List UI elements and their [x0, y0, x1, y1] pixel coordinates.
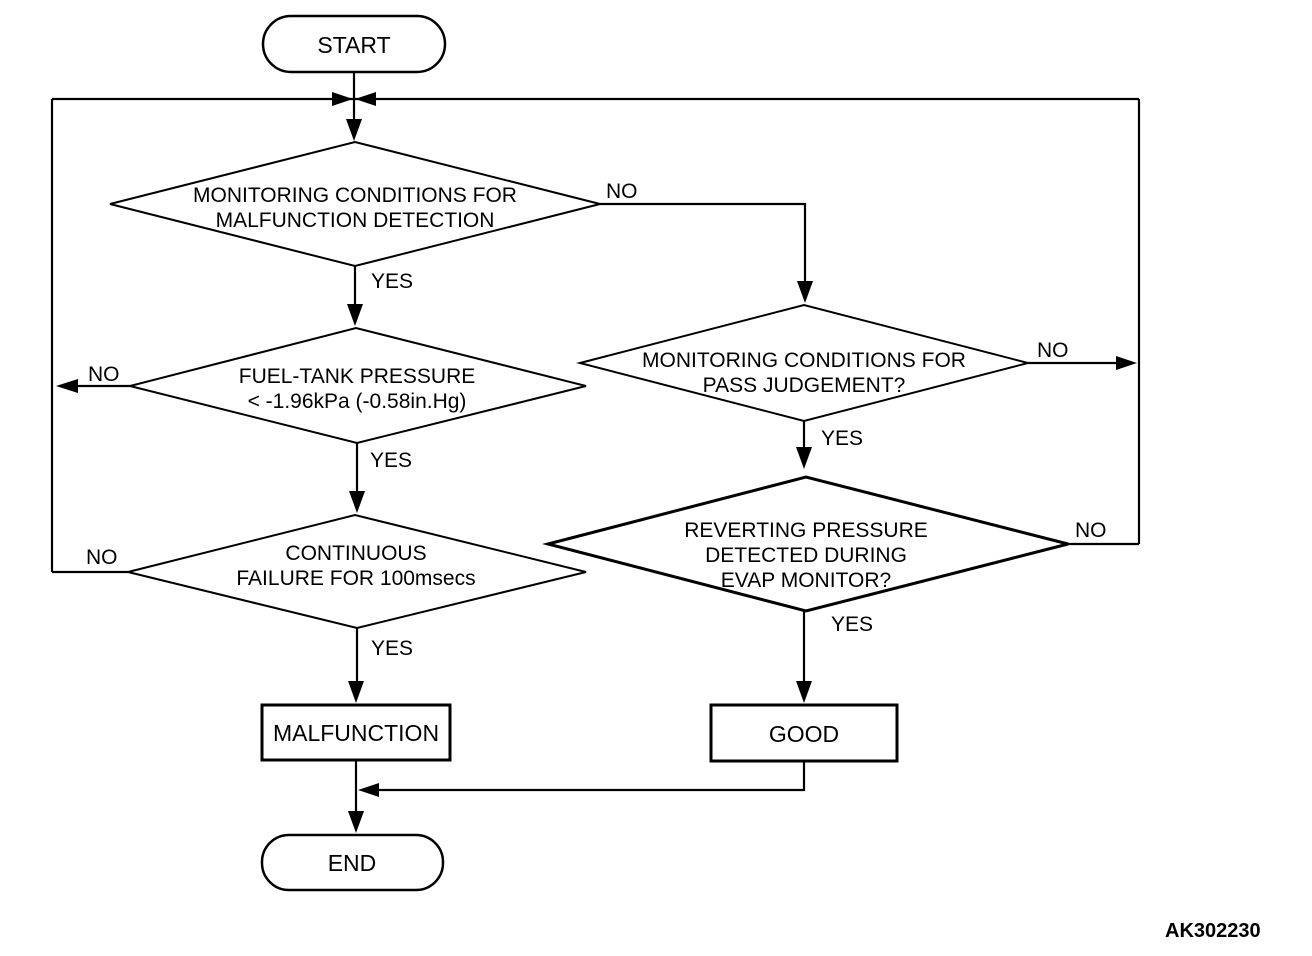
cond-reverting-pressure-yes-label: YES: [831, 613, 873, 636]
cond-reverting-pressure-no-label: NO: [1075, 519, 1107, 542]
cond-reverting-pressure-line3: EVAP MONITOR?: [721, 569, 891, 592]
cond-fuel-tank-pressure-line1: FUEL-TANK PRESSURE: [239, 365, 476, 388]
node-start: START: [261, 14, 447, 74]
node-cond-fuel-tank-pressure: FUEL-TANK PRESSURE < -1.96kPa (-0.58in.H…: [129, 326, 587, 445]
cond-pass-monitoring-yes-label: YES: [821, 427, 863, 450]
good-process-shape: [709, 703, 899, 763]
node-malfunction: MALFUNCTION: [260, 703, 452, 762]
arrowhead-into-cond2: [347, 304, 363, 326]
end-label: END: [328, 850, 377, 876]
arrowhead-into-good: [796, 681, 812, 703]
arrowhead-pass-no-into-right-line: [1116, 356, 1137, 370]
node-cond-pass-monitoring: MONITORING CONDITIONS FOR PASS JUDGEMENT…: [576, 303, 1032, 423]
cond-pass-monitoring-diamond: [576, 303, 1032, 423]
cond-pass-monitoring-line2: PASS JUDGEMENT?: [703, 374, 906, 397]
cond-pass-monitoring-line1: MONITORING CONDITIONS FOR: [642, 349, 966, 372]
cond-malfunction-monitoring-yes-label: YES: [371, 270, 413, 293]
cond-reverting-pressure-line1: REVERTING PRESSURE: [684, 519, 928, 542]
cond-reverting-pressure-diamond: [542, 475, 1069, 613]
node-cond-reverting-pressure: REVERTING PRESSURE DETECTED DURING EVAP …: [542, 475, 1069, 613]
arrowhead-into-reverting-cond: [796, 447, 812, 469]
cond-pass-monitoring-no-label: NO: [1037, 339, 1069, 362]
arrowhead-into-cond1: [346, 119, 362, 141]
start-label: START: [317, 32, 390, 58]
node-good: GOOD: [709, 703, 899, 763]
malfunction-label: MALFUNCTION: [273, 720, 439, 746]
node-cond-continuous-failure: CONTINUOUS FAILURE FOR 100msecs: [127, 513, 587, 630]
cond-fuel-tank-pressure-line2: < -1.96kPa (-0.58in.Hg): [248, 390, 467, 413]
node-cond-malfunction-monitoring: MONITORING CONDITIONS FOR MALFUNCTION DE…: [109, 140, 601, 268]
cond-malfunction-monitoring-line1: MONITORING CONDITIONS FOR: [193, 184, 517, 207]
cond-fuel-tank-pressure-yes-label: YES: [370, 449, 412, 472]
cond-fuel-tank-pressure-no-label: NO: [88, 363, 120, 386]
edge-cond1-no: [600, 202, 807, 283]
cond-malfunction-monitoring-diamond: [109, 140, 601, 268]
cond-malfunction-monitoring-line2: MALFUNCTION DETECTION: [216, 209, 495, 232]
cond-continuous-failure-line2: FAILURE FOR 100msecs: [236, 567, 475, 590]
cond-continuous-failure-line1: CONTINUOUS: [285, 542, 426, 565]
cond-fuel-tank-pressure-diamond: [129, 326, 587, 445]
arrowhead-into-end: [348, 811, 364, 833]
arrowhead-into-malfunction: [348, 681, 364, 703]
arrowhead-into-pass-cond: [797, 281, 813, 303]
arrowhead-junction-from-left: [332, 92, 353, 106]
arrowhead-into-cond3: [349, 491, 365, 513]
figure-code: AK302230: [1165, 920, 1261, 942]
arrowhead-cond2-no-into-left-line: [56, 379, 78, 393]
start-terminator-shape: [261, 14, 447, 74]
cond-reverting-pressure-line2: DETECTED DURING: [705, 544, 907, 567]
arrowhead-junction-from-right: [355, 92, 376, 106]
node-end: END: [260, 833, 445, 892]
cond-continuous-failure-diamond: [127, 513, 587, 630]
cond-continuous-failure-no-label: NO: [86, 546, 118, 569]
cond-continuous-failure-yes-label: YES: [371, 637, 413, 660]
arrowhead-merge-into-end-line: [358, 783, 379, 797]
good-label: GOOD: [769, 721, 839, 747]
cond-malfunction-monitoring-no-label: NO: [606, 180, 638, 203]
malfunction-process-shape: [260, 703, 452, 762]
edge-good-merge: [377, 761, 806, 792]
end-terminator-shape: [260, 833, 445, 892]
